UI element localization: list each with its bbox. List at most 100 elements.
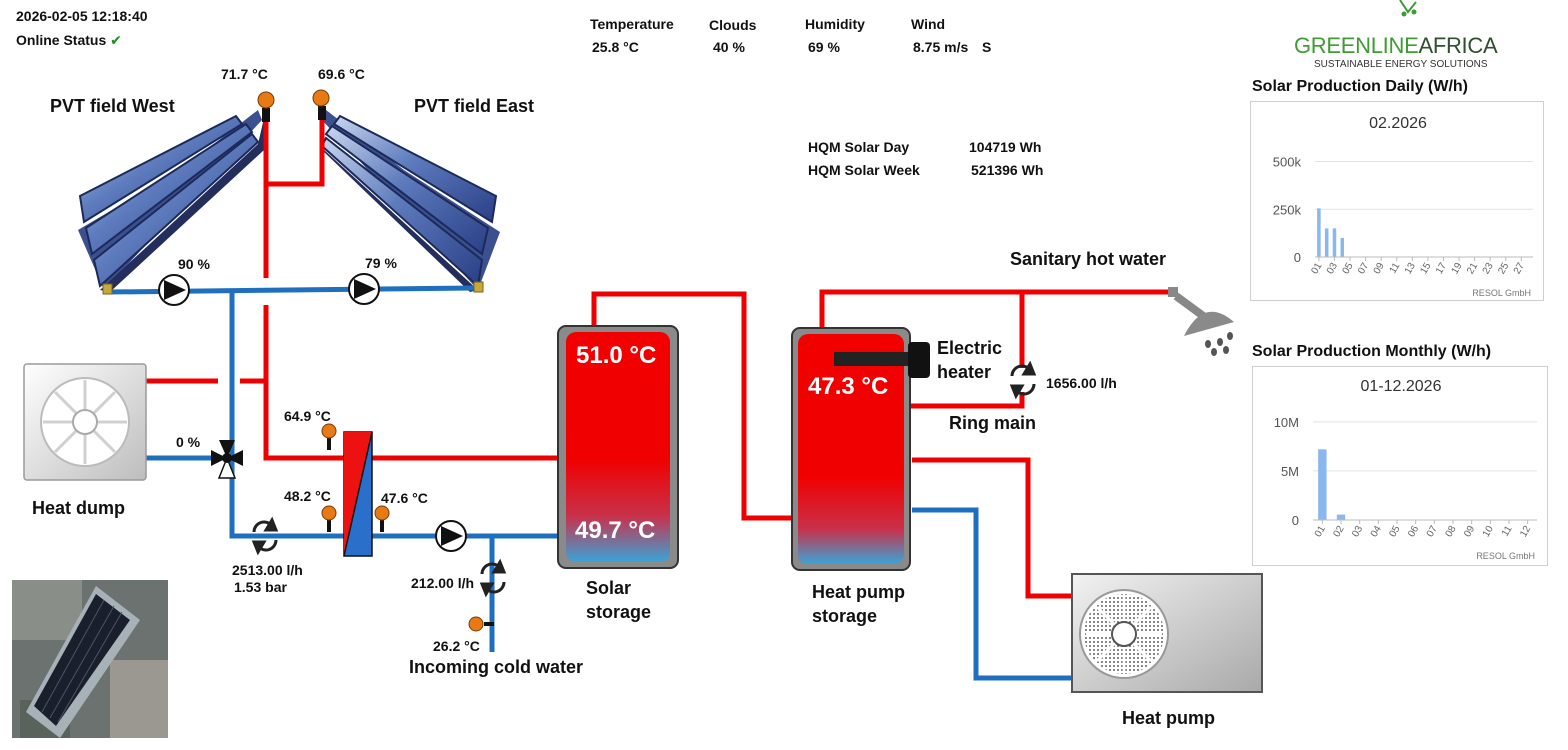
flow-cold-value: 212.00 l/h (411, 575, 475, 591)
x-tick-label: 11 (1388, 261, 1403, 276)
y-tick-label: 250k (1273, 202, 1302, 217)
x-tick-label: 05 (1341, 261, 1356, 277)
x-tick-label: 19 (1450, 261, 1465, 277)
x-tick-label: 04 (1369, 524, 1384, 540)
three-way-valve-icon (211, 440, 243, 479)
solar-storage-tank (557, 325, 679, 569)
x-tick-label: 25 (1496, 261, 1511, 277)
pvt-field-west-panels (78, 110, 264, 292)
heat-pump-tank-temp: 47.3 °C (808, 373, 889, 400)
x-tick-label: 02 (1332, 524, 1347, 540)
heat-pump-storage-label-2: storage (812, 606, 878, 626)
temp-west-value: 71.7 °C (221, 66, 268, 82)
flow-meter-icons (251, 360, 1037, 598)
heat-exchanger-icon (343, 431, 373, 557)
chart-daily-subtitle: 02.2026 (1369, 115, 1427, 132)
pvt-field-east-panels (320, 110, 500, 292)
cold-water-temp: 26.2 °C (433, 638, 480, 654)
weather-clouds-value: 40 % (713, 39, 745, 55)
weather-wind-label: Wind (911, 16, 946, 32)
aerial-photo (12, 580, 168, 738)
hqm-week-value: 521396 Wh (971, 162, 1044, 178)
ring-main-label: Ring main (949, 413, 1037, 433)
x-tick-label: 27 (1512, 261, 1527, 277)
logo-africa-text: AFRICA (1418, 33, 1498, 58)
electric-heater-label-2: heater (937, 362, 992, 382)
logo-green-text: GREENLINE (1294, 33, 1419, 58)
weather-humidity-label: Humidity (805, 16, 865, 32)
x-tick-label: 03 (1325, 261, 1340, 277)
pump-east-icon (348, 273, 380, 305)
bar (1317, 208, 1321, 257)
weather-clouds-label: Clouds (709, 17, 757, 33)
logo-tagline: SUSTAINABLE ENERGY SOLUTIONS (1314, 59, 1488, 70)
x-tick-label: 01 (1313, 524, 1328, 540)
y-tick-label: 5M (1281, 464, 1299, 479)
weather-wind-direction: S (982, 39, 992, 55)
leaf-icon (1399, 0, 1417, 17)
heat-pump-label: Heat pump (1122, 708, 1216, 728)
shower-icon (1168, 287, 1234, 356)
datetime: 2026-02-05 12:18:40 (16, 8, 148, 24)
temp-east-value: 69.6 °C (318, 66, 365, 82)
pvt-field-west-label: PVT field West (50, 96, 175, 116)
chart-monthly-title: Solar Production Monthly (W/h) (1252, 343, 1492, 360)
x-tick-label: 09 (1462, 524, 1477, 540)
bar (1336, 514, 1346, 520)
weather-humidity-value: 69 % (808, 39, 840, 55)
pvt-field-east-label: PVT field East (414, 96, 535, 116)
y-tick-label: 10M (1274, 415, 1299, 430)
bar (1332, 228, 1337, 257)
pump-secondary-icon (435, 520, 467, 552)
x-tick-label: 06 (1406, 524, 1421, 540)
hot-pipes (146, 110, 1170, 599)
solar-storage-label-2: storage (586, 602, 652, 622)
chart-credit: RESOL GmbH (1476, 551, 1535, 561)
x-tick-label: 12 (1518, 524, 1533, 540)
x-tick-label: 15 (1418, 261, 1433, 277)
incoming-cold-water-label: Incoming cold water (409, 657, 584, 677)
x-tick-label: 07 (1356, 261, 1371, 277)
online-status: Online Status ✔ (16, 32, 122, 49)
solar-tank-bottom-temp: 49.7 °C (575, 517, 656, 544)
pump-west-icon (158, 274, 190, 306)
y-tick-label: 0 (1294, 250, 1301, 265)
chart-credit: RESOL GmbH (1472, 288, 1531, 298)
ring-main-flow: 1656.00 l/h (1046, 375, 1117, 391)
y-tick-label: 0 (1292, 513, 1299, 528)
heat-pump-storage-label-1: Heat pump (812, 582, 906, 602)
x-tick-label: 17 (1434, 261, 1449, 277)
x-tick-label: 03 (1350, 524, 1365, 540)
online-status-label: Online Status (16, 32, 107, 48)
hqm-day-label: HQM Solar Day (808, 139, 910, 155)
sanitary-hot-water-label: Sanitary hot water (1010, 249, 1167, 269)
y-tick-label: 500k (1273, 155, 1302, 170)
pressure-main-value: 1.53 bar (234, 579, 287, 595)
hx-left-temp: 48.2 °C (284, 488, 331, 504)
pump-east-percent: 79 % (365, 255, 397, 271)
flow-main-value: 2513.00 l/h (232, 562, 303, 578)
x-tick-label: 21 (1465, 261, 1480, 277)
solar-storage-label-1: Solar (586, 578, 632, 598)
x-tick-label: 05 (1388, 524, 1403, 540)
x-tick-label: 01 (1309, 261, 1324, 277)
heat-dump-unit (23, 363, 147, 481)
weather-temperature-label: Temperature (590, 16, 674, 32)
heat-pump-unit (1071, 573, 1263, 693)
electric-heater-label-1: Electric (937, 338, 1003, 358)
heat-pump-storage-tank (791, 327, 930, 571)
pump-west-percent: 90 % (178, 256, 210, 272)
hx-top-temp: 64.9 °C (284, 408, 331, 424)
heat-dump-label: Heat dump (32, 498, 126, 518)
solar-tank-top-temp: 51.0 °C (576, 342, 657, 369)
chart-monthly-subtitle: 01-12.2026 (1360, 378, 1442, 395)
weather-temperature-value: 25.8 °C (592, 39, 639, 55)
hqm-week-label: HQM Solar Week (808, 162, 920, 178)
hqm-day-value: 104719 Wh (969, 139, 1042, 155)
x-tick-label: 08 (1444, 524, 1459, 540)
